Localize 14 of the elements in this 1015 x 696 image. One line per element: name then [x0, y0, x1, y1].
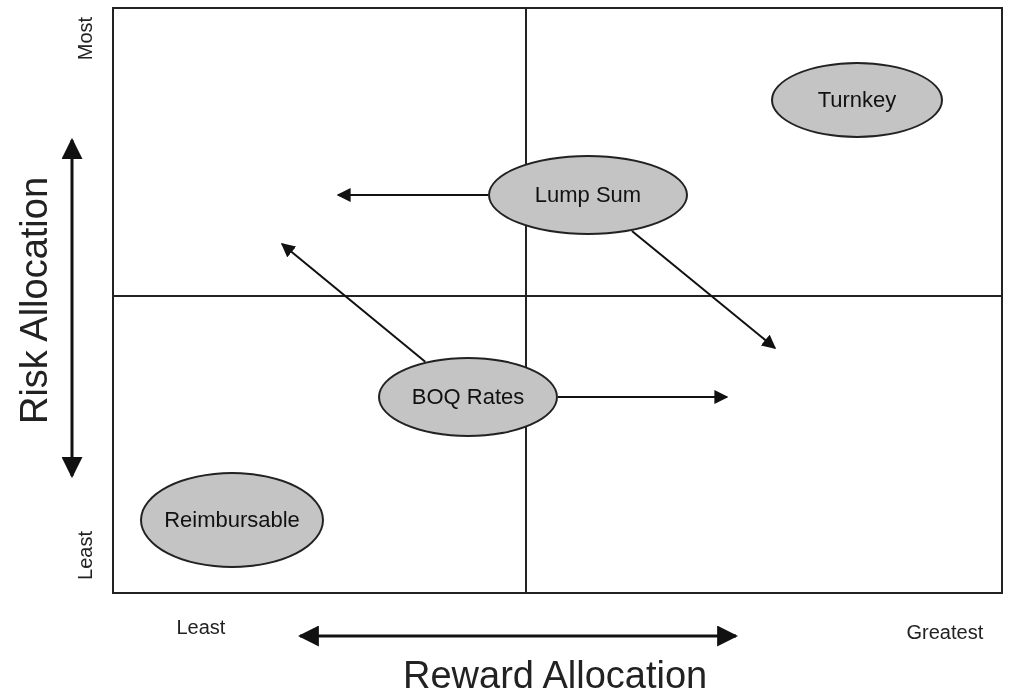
arrow	[557, 390, 729, 404]
node-label: Lump Sum	[534, 182, 642, 208]
arrow	[630, 229, 777, 349]
arrow	[280, 243, 427, 363]
axis-end-label: Greatest	[906, 620, 984, 644]
axis-end-label: Least	[73, 530, 97, 580]
axis-title: Reward Allocation	[403, 653, 708, 696]
arrow	[336, 188, 489, 202]
node-label: BOQ Rates	[411, 384, 525, 410]
node-label: Reimbursable	[164, 507, 300, 533]
axis-end-label: Most	[73, 16, 97, 60]
axis-title: Risk Allocation	[12, 176, 56, 424]
axis-end-label: Least	[176, 615, 226, 639]
node-label: Turnkey	[817, 87, 897, 113]
